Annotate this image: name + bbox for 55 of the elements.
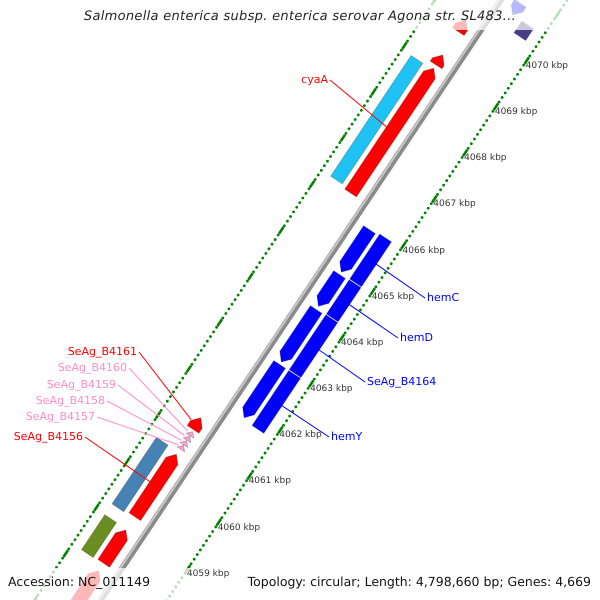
scale-label: 4065 kbp: [372, 290, 414, 304]
topology-text: Topology: circular; Length: 4,798,660 bp; Genes: 4,669: [248, 575, 591, 589]
scale-label: 4067 kbp: [433, 198, 476, 212]
scale-label: 4059 kbp: [186, 568, 230, 581]
gene-segment: [288, 314, 338, 378]
gene-segment: [111, 436, 169, 512]
leader-line: [96, 416, 179, 446]
scale-label: 4061 kbp: [248, 475, 291, 488]
gene-feature: [182, 436, 192, 444]
gene-label: SeAg_B4161: [68, 345, 137, 359]
gene-feature: [344, 68, 436, 198]
gene-segment: [326, 279, 362, 322]
gene-feature: [242, 360, 286, 418]
gene-feature: [176, 444, 185, 452]
gene-label: SeAg_B4160: [58, 361, 127, 375]
scale-label: 4060 kbp: [218, 522, 260, 534]
gene-label: hemC: [427, 291, 460, 305]
gene-label: hemY: [331, 430, 362, 444]
accession-text: Accession: NC_011149: [8, 575, 150, 589]
gene-segment: [349, 234, 392, 288]
gene-feature: [186, 431, 194, 439]
gene-feature: [186, 417, 203, 434]
leader-line: [128, 368, 188, 432]
gene-label: cyaA: [301, 73, 328, 87]
leader-line: [106, 400, 182, 441]
gene-label: hemD: [400, 331, 433, 345]
leader-line: [84, 436, 150, 482]
gene-label: SeAg_B4156: [14, 430, 83, 444]
gene-feature: [128, 454, 178, 522]
gene-label: SeAg_B4158: [36, 394, 105, 408]
gene-segment: [80, 514, 118, 558]
leader-line: [330, 80, 387, 128]
gene-segment: [330, 54, 424, 184]
leader-line: [349, 304, 398, 338]
leader-line: [282, 405, 330, 438]
scale-label: 4064 kbp: [340, 336, 384, 350]
gene-label: SeAg_B4157: [26, 410, 95, 424]
gene-feature: [97, 530, 128, 568]
gene-feature: [180, 440, 188, 448]
leader-line: [138, 352, 192, 420]
leader-line: [376, 264, 426, 298]
title: Salmonella enterica subsp. enterica serovar Agona str. SL483...: [82, 10, 518, 24]
gene-feature: [339, 225, 376, 273]
gene-label: SeAg_B4164: [367, 375, 436, 389]
scale-label: 4070 kbp: [526, 60, 568, 73]
gene-label: SeAg_B4159: [46, 378, 116, 392]
scale-label: 4068 kbp: [464, 152, 506, 166]
scale-label: 4066 kbp: [402, 244, 445, 258]
gene-feature: [430, 54, 445, 70]
gene-feature: [279, 305, 323, 362]
leader-line: [118, 384, 186, 436]
gene-feature: [316, 270, 346, 307]
scale-label: 4062 kbp: [279, 429, 322, 442]
scale-label: 4069 kbp: [494, 106, 538, 119]
scale-label: 4063 kbp: [310, 383, 352, 396]
